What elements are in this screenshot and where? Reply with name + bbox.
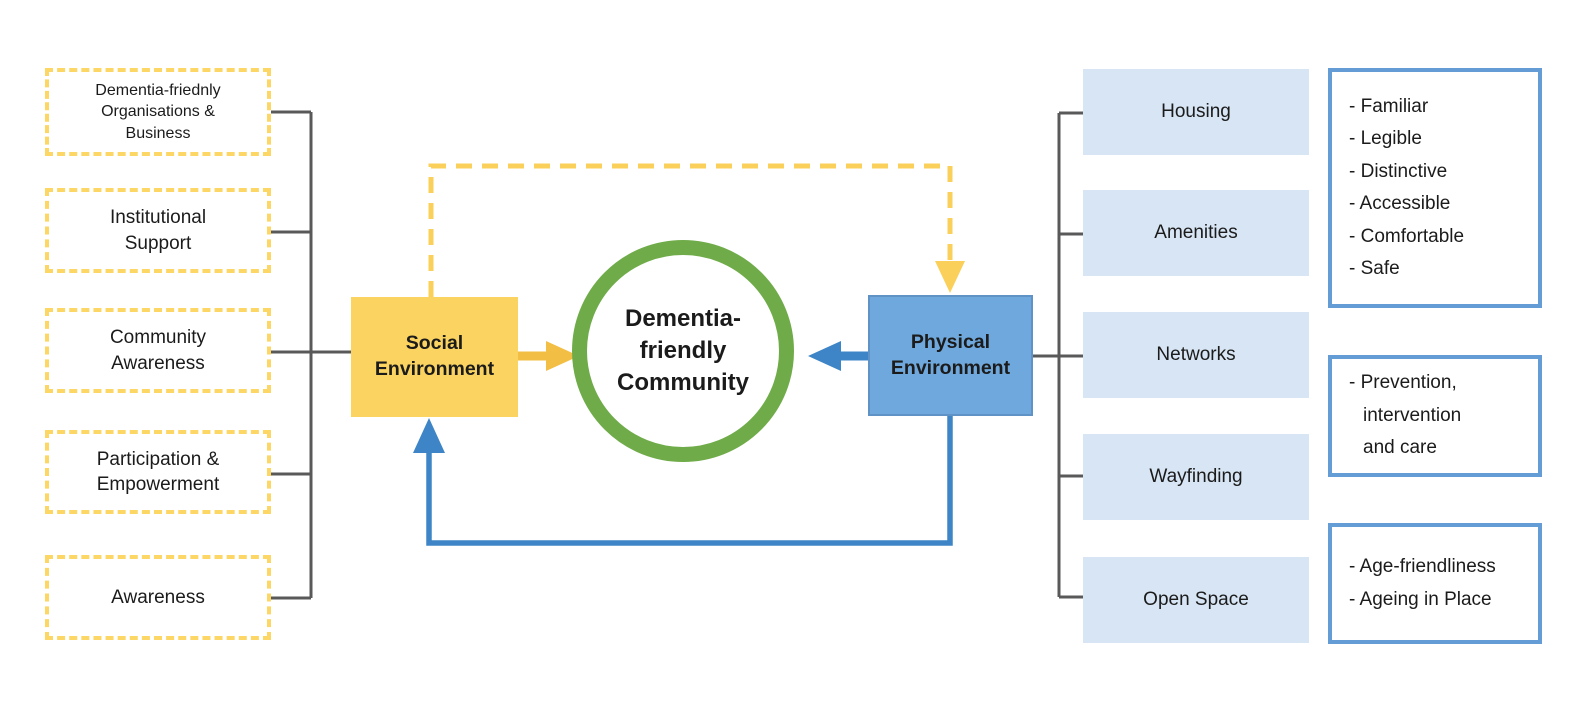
design-principle-item: - Distinctive — [1349, 160, 1448, 182]
prevention-care-box: - Prevention, intervention and care — [1328, 355, 1542, 477]
physical-factor-label: Housing — [1161, 101, 1231, 123]
social-environment-label: Social Environment — [374, 332, 495, 380]
physical-factor-box: Wayfinding — [1083, 434, 1309, 520]
physical-factor-box: Housing — [1083, 69, 1309, 155]
physical-factor-label: Amenities — [1154, 222, 1238, 244]
social-factor-label: Participation & Empowerment — [96, 448, 220, 495]
design-principles-list: - Familiar - Legible - Distinctive - Access… — [1332, 72, 1538, 304]
prevention-care-list: - Prevention, intervention and care — [1332, 359, 1538, 473]
dementia-friendly-community-label: Dementia- friendly Community — [617, 305, 749, 396]
physical-factor-box: Networks — [1083, 312, 1309, 398]
social-factor-box: Institutional Support — [45, 188, 271, 273]
physical-to-community-arrow — [808, 341, 868, 371]
social-to-community-arrow — [518, 341, 579, 371]
social-factor-box: Participation & Empowerment — [45, 430, 271, 514]
design-principle-item: - Comfortable — [1349, 225, 1465, 247]
design-principle-item: - Safe — [1349, 258, 1400, 279]
social-factor-label: Institutional Support — [109, 207, 207, 254]
physical-environment-box: Physical Environment — [868, 295, 1033, 416]
social-factor-box: Awareness — [45, 555, 271, 640]
design-principle-item: - Accessible — [1349, 193, 1451, 214]
prevention-care-line: intervention — [1363, 404, 1462, 426]
social-factor-label: Awareness — [111, 586, 205, 608]
prevention-care-line: - Prevention, — [1349, 372, 1457, 394]
ageing-line: - Ageing in Place — [1349, 588, 1492, 610]
social-environment-box: Social Environment — [351, 297, 518, 417]
physical-environment-label: Physical Environment — [890, 330, 1011, 379]
social-factors-connector — [271, 110, 351, 600]
social-factor-label: Community Awareness — [109, 327, 207, 374]
physical-factor-box: Amenities — [1083, 190, 1309, 276]
physical-factors-connector — [1033, 111, 1083, 599]
social-factor-box: Community Awareness — [45, 308, 271, 393]
physical-factor-label: Open Space — [1143, 589, 1249, 611]
design-principle-item: - Familiar — [1349, 95, 1429, 117]
social-factor-label: Dementia-friednly Organisations & Busine… — [95, 82, 221, 142]
social-to-physical-dashed-arrow — [428, 163, 965, 297]
dementia-friendly-community-circle: Dementia- friendly Community — [572, 240, 794, 462]
social-factor-box: Dementia-friednly Organisations & Busine… — [45, 68, 271, 156]
design-principle-item: - Legible — [1349, 128, 1422, 149]
physical-factor-label: Wayfinding — [1149, 466, 1243, 488]
design-principles-box: - Familiar - Legible - Distinctive - Access… — [1328, 68, 1542, 308]
physical-factor-box: Open Space — [1083, 557, 1309, 643]
ageing-list: - Age-friendliness - Ageing in Place — [1332, 527, 1538, 640]
prevention-care-line: and care — [1363, 437, 1437, 459]
ageing-box: - Age-friendliness - Ageing in Place — [1328, 523, 1542, 644]
physical-factor-label: Networks — [1156, 344, 1236, 366]
ageing-line: - Age-friendliness — [1349, 556, 1496, 577]
physical-to-social-feedback-arrow — [413, 416, 953, 546]
